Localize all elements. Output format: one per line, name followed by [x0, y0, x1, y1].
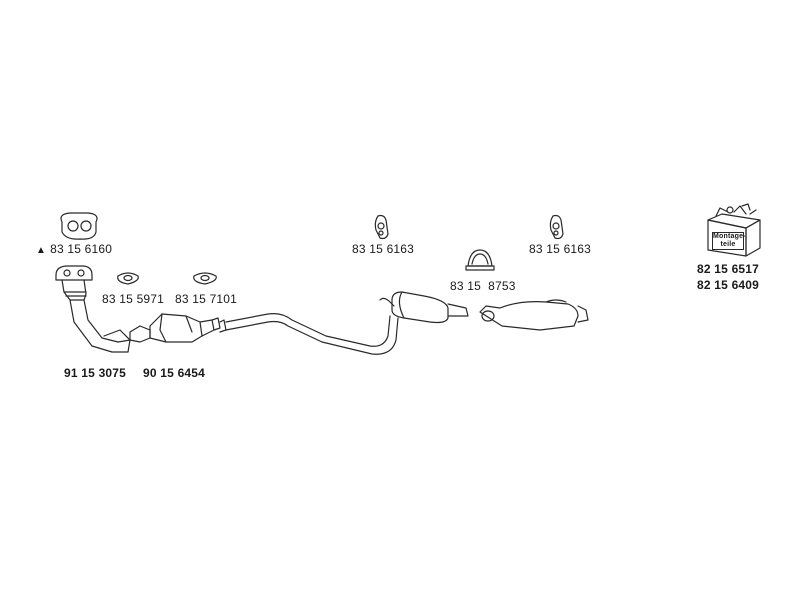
part-number: 83 15 7101: [175, 292, 238, 306]
catalytic-converter-shape: [129, 313, 227, 343]
mounting-kit-shape: [707, 203, 761, 257]
part-label-83-15-6163-b: 83 15 6163: [529, 242, 591, 256]
gasket-2-shape: [193, 272, 217, 285]
part-label-82-15-6409: 82 15 6409: [697, 278, 759, 292]
part-number: 91 15 3075: [64, 366, 127, 380]
part-number: 83 15 6163: [529, 242, 592, 256]
rear-muffler-shape: [479, 299, 589, 331]
part-label-90-15-6454: 90 15 6454: [143, 366, 205, 380]
part-number: 82 15 6409: [697, 278, 760, 292]
part-number: 82 15 6517: [697, 262, 760, 276]
part-number: 83 15 8753: [450, 279, 516, 293]
mounting-kit-tag: Montage-teile: [712, 232, 746, 250]
mounting-kit-label: Montage-teile: [713, 233, 746, 248]
gasket-1-shape: [117, 272, 139, 285]
flange-gasket-shape: [60, 212, 98, 240]
middle-pipe-shape: [225, 297, 399, 355]
hanger-2-shape: [549, 214, 564, 240]
part-number: 83 15 5971: [102, 292, 165, 306]
center-muffler-shape: [391, 291, 469, 324]
part-label-83-15-5971: 83 15 5971: [102, 292, 164, 306]
part-number: 83 15 6163: [352, 242, 415, 256]
clamp-shape: [465, 249, 495, 271]
part-label-83-15-8753: 83 15 8753: [450, 279, 516, 293]
part-label-82-15-6517: 82 15 6517: [697, 262, 759, 276]
part-label-83-15-6160: ▲83 15 6160: [36, 242, 112, 256]
front-pipe-shape: [55, 265, 131, 353]
part-number: 90 15 6454: [143, 366, 206, 380]
triangle-icon: ▲: [36, 245, 47, 256]
part-label-91-15-3075: 91 15 3075: [64, 366, 126, 380]
part-label-83-15-6163-a: 83 15 6163: [352, 242, 414, 256]
hanger-1-shape: [374, 214, 389, 240]
part-label-83-15-7101: 83 15 7101: [175, 292, 237, 306]
part-number: 83 15 6160: [50, 242, 113, 256]
